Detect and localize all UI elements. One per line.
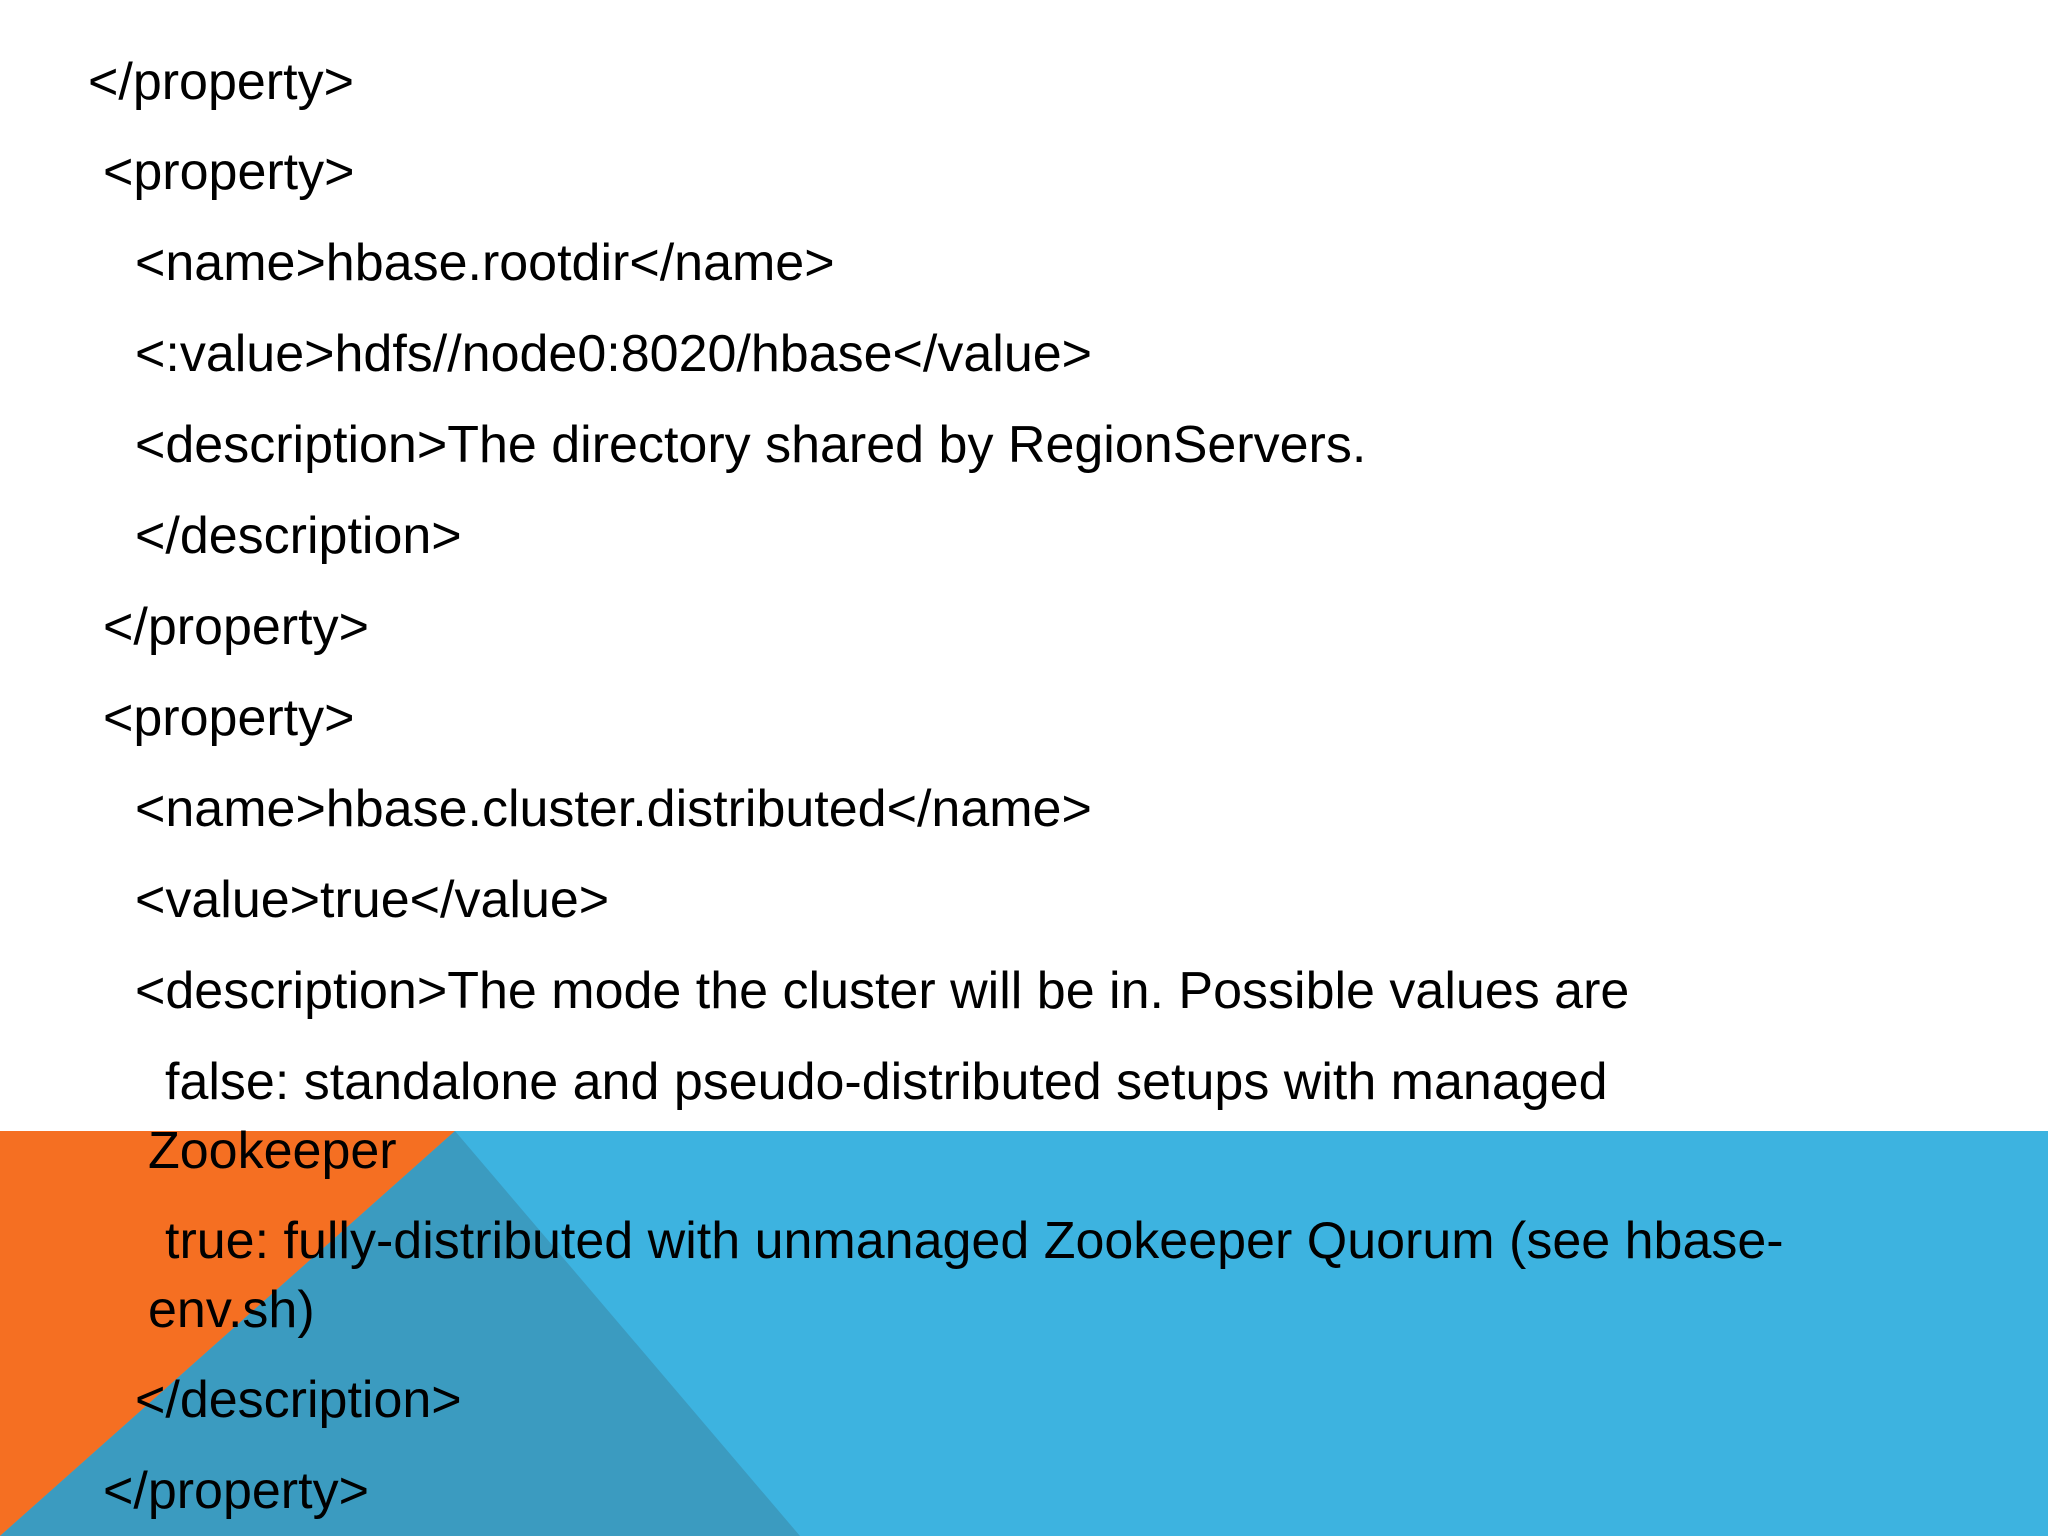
code-line: true: fully-distributed with unmanaged Z… <box>165 1212 1784 1270</box>
overlap-triangle <box>0 1131 800 1536</box>
code-line: </property> <box>88 53 354 111</box>
code-line: </property> <box>103 1462 369 1520</box>
code-line: false: standalone and pseudo-distributed… <box>165 1053 1608 1111</box>
decorative-color-band <box>0 1131 2048 1536</box>
code-line: <property> <box>103 143 355 201</box>
code-line: <description>The mode the cluster will b… <box>135 962 1630 1020</box>
code-line: </property> <box>103 598 369 656</box>
code-line: <description>The directory shared by Reg… <box>135 416 1367 474</box>
code-line: <:value>hdfs//node0:8020/hbase</value> <box>135 325 1093 383</box>
code-line: <value>true</value> <box>135 871 610 929</box>
code-line: <name>hbase.rootdir</name> <box>135 234 835 292</box>
code-line: Zookeeper <box>148 1122 397 1180</box>
code-line: env.sh) <box>148 1281 315 1339</box>
code-line: </description> <box>135 507 462 565</box>
color-band-shapes <box>0 1131 2048 1536</box>
code-line: <name>hbase.cluster.distributed</name> <box>135 780 1092 838</box>
code-line: <property> <box>103 689 355 747</box>
code-line: </description> <box>135 1371 462 1429</box>
